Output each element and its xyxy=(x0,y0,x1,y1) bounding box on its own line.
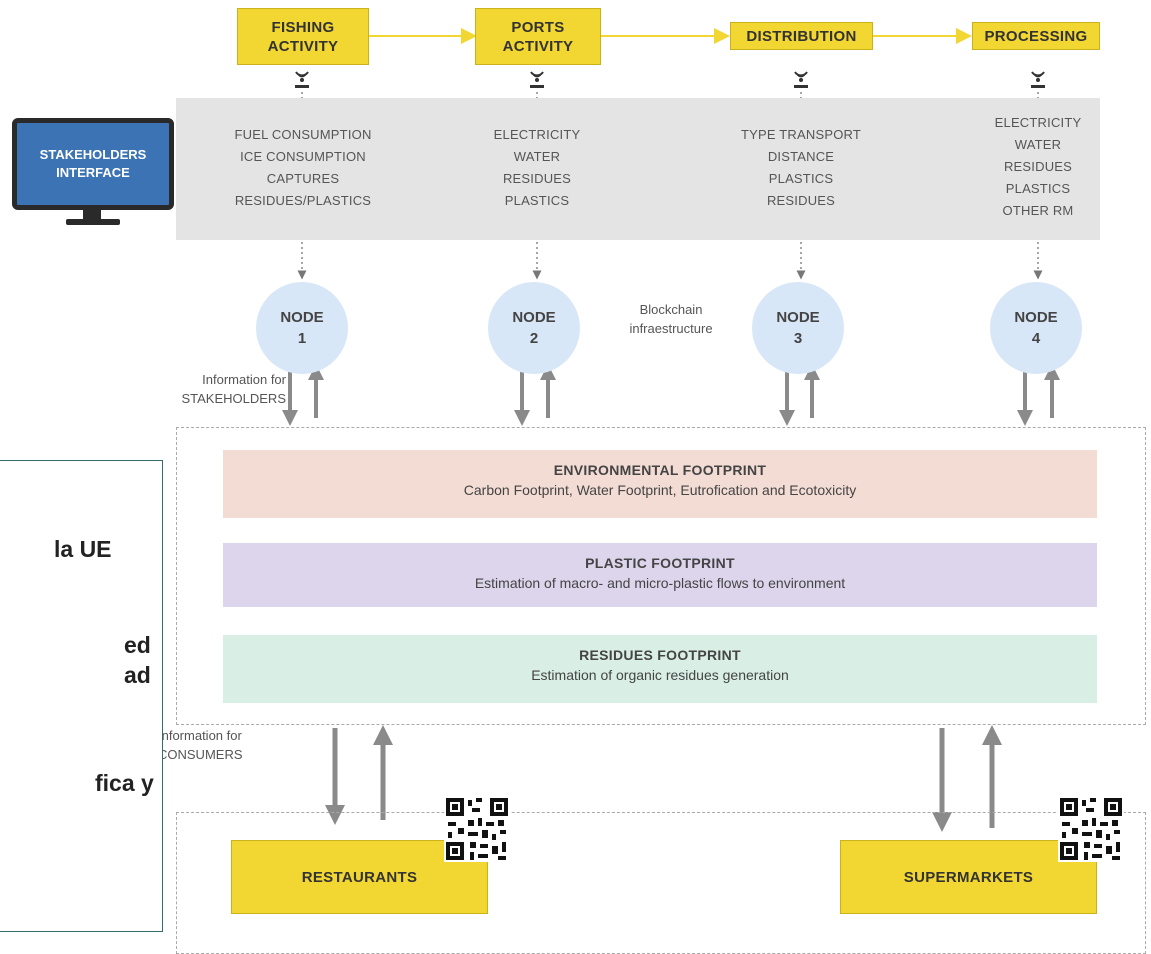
footprint-subtitle: Carbon Footprint, Water Footprint, Eutro… xyxy=(463,482,857,498)
stakeholders-interface-monitor: STAKEHOLDERS INTERFACE xyxy=(12,118,174,210)
metric-item: CAPTURES xyxy=(266,171,340,186)
side-text-panel xyxy=(0,460,163,932)
monitor-base-icon xyxy=(66,219,120,225)
blockchain-node-4: NODE 4 xyxy=(990,282,1082,374)
metric-item: WATER xyxy=(1014,137,1062,152)
qr-code-icon xyxy=(444,796,510,862)
qr-code-icon xyxy=(1058,796,1124,862)
monitor-stand-icon xyxy=(83,209,101,221)
monitor-label-line1: STAKEHOLDERS xyxy=(39,147,147,162)
node-label: NODE xyxy=(280,309,324,326)
footprint-title: ENVIRONMENTAL FOOTPRINT xyxy=(553,462,767,478)
metrics-fishing: FUEL CONSUMPTION ICE CONSUMPTION CAPTURE… xyxy=(210,124,396,212)
label-line: infraestructure xyxy=(629,321,713,336)
stage-label-line1: PROCESSING xyxy=(984,27,1088,45)
stage-label-line1: FISHING xyxy=(271,18,335,36)
label-line: Blockchain xyxy=(639,302,703,317)
footprint-subtitle: Estimation of organic residues generatio… xyxy=(531,667,789,683)
side-panel-text: ed xyxy=(124,632,151,658)
blockchain-infrastructure-label: Blockchain infraestructure xyxy=(612,300,730,338)
metric-item: RESIDUES xyxy=(1003,159,1073,174)
metric-item: WATER xyxy=(513,149,561,164)
label-line: Information for xyxy=(158,728,242,743)
footprints-container xyxy=(176,427,1146,725)
wireless-sensor-icon xyxy=(794,71,808,88)
info-consumers-label: Information for CONSUMERS xyxy=(158,726,243,764)
metric-item: ELECTRICITY xyxy=(493,127,581,142)
stage-label-line2: ACTIVITY xyxy=(502,37,574,55)
outlet-label: RESTAURANTS xyxy=(301,868,418,886)
stage-distribution: DISTRIBUTION xyxy=(730,22,873,50)
metric-item: PLASTICS xyxy=(1005,181,1071,196)
metrics-processing: ELECTRICITY WATER RESIDUES PLASTICS OTHE… xyxy=(976,112,1100,222)
metric-item: RESIDUES/PLASTICS xyxy=(234,193,372,208)
metric-item: RESIDUES xyxy=(766,193,836,208)
footprint-title: PLASTIC FOOTPRINT xyxy=(585,555,735,571)
blockchain-node-2: NODE 2 xyxy=(488,282,580,374)
monitor-label-line2: INTERFACE xyxy=(56,165,130,180)
stage-label-line1: PORTS xyxy=(511,18,565,36)
node-number: 4 xyxy=(1031,330,1041,347)
label-line: STAKEHOLDERS xyxy=(181,391,286,406)
plastic-footprint-panel: PLASTIC FOOTPRINT Estimation of macro- a… xyxy=(223,543,1097,607)
metric-item: FUEL CONSUMPTION xyxy=(234,127,372,142)
metric-item: OTHER RM xyxy=(1002,203,1074,218)
residues-footprint-panel: RESIDUES FOOTPRINT Estimation of organic… xyxy=(223,635,1097,703)
info-stakeholders-label: Information for STAKEHOLDERS xyxy=(152,370,286,408)
side-panel-text: ad xyxy=(124,662,151,688)
metric-item: ICE CONSUMPTION xyxy=(240,149,366,164)
metrics-ports: ELECTRICITY WATER RESIDUES PLASTICS xyxy=(470,124,604,212)
label-line: CONSUMERS xyxy=(158,747,243,762)
side-panel-text: la UE xyxy=(54,536,112,562)
supermarkets-box: SUPERMARKETS xyxy=(840,840,1097,914)
footprint-subtitle: Estimation of macro- and micro-plastic f… xyxy=(474,575,846,591)
wireless-sensor-icon xyxy=(1031,71,1045,88)
metrics-distribution: TYPE TRANSPORT DISTANCE PLASTICS RESIDUE… xyxy=(724,124,878,212)
node-label: NODE xyxy=(776,309,820,326)
footprint-title: RESIDUES FOOTPRINT xyxy=(579,647,741,663)
metric-item: PLASTICS xyxy=(504,193,570,208)
blockchain-node-3: NODE 3 xyxy=(752,282,844,374)
node-number: 1 xyxy=(297,330,307,347)
node-label: NODE xyxy=(1014,309,1058,326)
stage-processing: PROCESSING xyxy=(972,22,1100,50)
outlet-label: SUPERMARKETS xyxy=(903,868,1034,886)
side-panel-text: fica y xyxy=(95,770,154,796)
stage-label-line2: ACTIVITY xyxy=(267,37,339,55)
node-number: 3 xyxy=(793,330,803,347)
metric-item: PLASTICS xyxy=(768,171,834,186)
wireless-sensor-icon xyxy=(295,71,309,88)
metric-item: RESIDUES xyxy=(502,171,572,186)
metrics-band xyxy=(176,98,1100,240)
node-number: 2 xyxy=(529,330,539,347)
metric-item: TYPE TRANSPORT xyxy=(740,127,862,142)
wireless-sensor-icon xyxy=(530,71,544,88)
blockchain-node-1: NODE 1 xyxy=(256,282,348,374)
label-line: Information for xyxy=(202,372,286,387)
stage-label-line1: DISTRIBUTION xyxy=(746,27,857,45)
metric-item: DISTANCE xyxy=(767,149,835,164)
node-label: NODE xyxy=(512,309,556,326)
metric-item: ELECTRICITY xyxy=(994,115,1082,130)
environmental-footprint-panel: ENVIRONMENTAL FOOTPRINT Carbon Footprint… xyxy=(223,450,1097,518)
